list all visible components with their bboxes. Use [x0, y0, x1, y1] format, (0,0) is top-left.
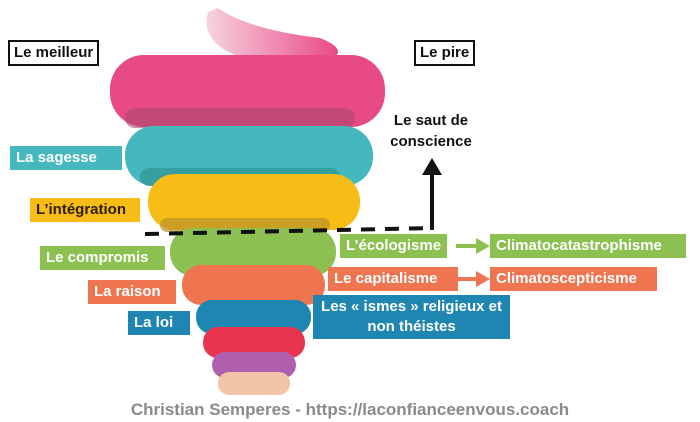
- arrow-capitalisme: [458, 271, 490, 287]
- band-pink-shadow: [125, 108, 355, 128]
- level-raison: La raison: [88, 280, 176, 304]
- band-purple: [212, 352, 296, 378]
- leap-arrow-head: [422, 158, 442, 175]
- level-loi: La loi: [128, 311, 190, 335]
- arrow-ecologisme: [456, 238, 490, 254]
- level-sagesse: La sagesse: [10, 146, 122, 170]
- worst-label: Le pire: [414, 40, 476, 66]
- level-integration: L’intégration: [30, 198, 140, 222]
- band-yellow: [148, 174, 360, 230]
- band-tail: [206, 8, 338, 60]
- band-green: [170, 228, 336, 276]
- ism-capitalisme: Le capitalisme: [328, 267, 458, 291]
- band-peach: [218, 372, 290, 395]
- band-orange: [182, 265, 325, 305]
- ism-religieux: Les « ismes » religieux et non théistes: [313, 295, 510, 339]
- ism-ecologisme: L’écologisme: [340, 234, 448, 258]
- ism-climatocatastrophisme: Climatocatastrophisme: [490, 234, 686, 258]
- level-compromis: Le compromis: [40, 246, 165, 270]
- leap-label: Le saut de conscience: [390, 112, 472, 150]
- band-red: [203, 327, 305, 358]
- footer-credit: Christian Semperes - https://laconfiance…: [130, 400, 570, 419]
- best-label: Le meilleur: [8, 40, 100, 66]
- band-blue: [196, 300, 311, 334]
- ism-climatoscepticisme: Climatoscepticisme: [490, 267, 657, 291]
